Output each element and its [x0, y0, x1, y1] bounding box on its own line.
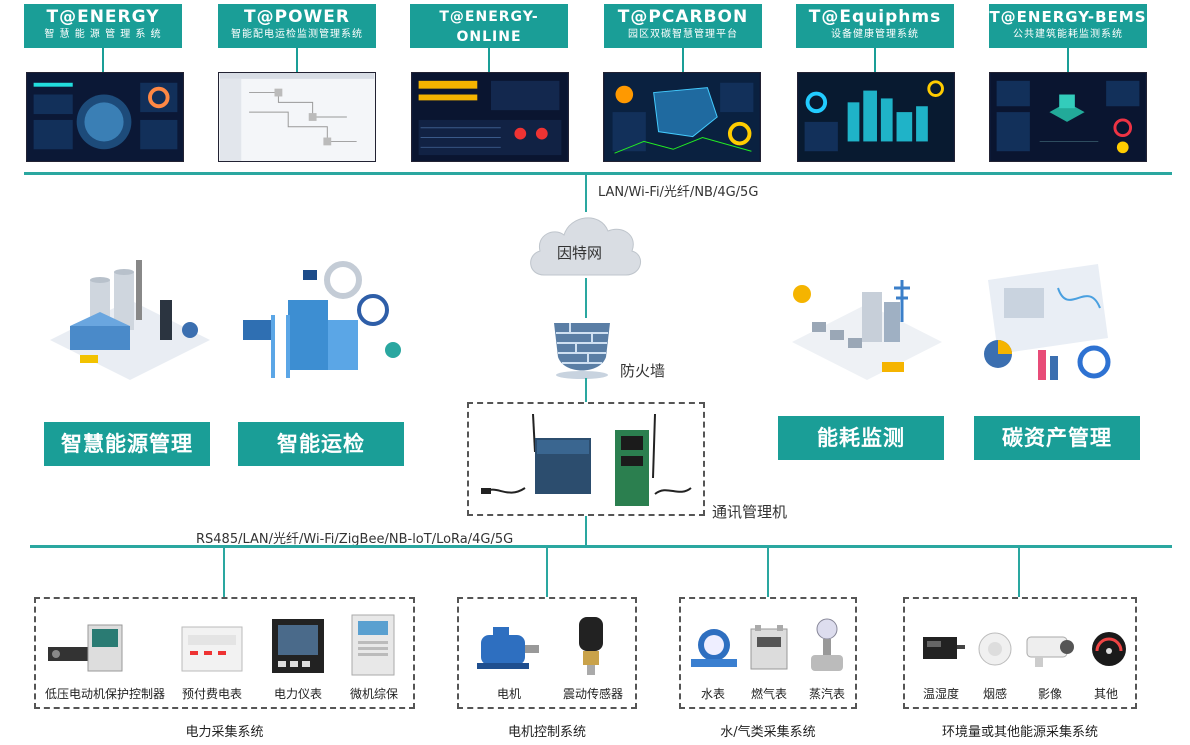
product-screenshot	[218, 72, 376, 162]
product-screenshot	[603, 72, 761, 162]
steam-meter-icon	[807, 615, 847, 677]
smart-inspection-illustration	[233, 260, 411, 388]
product-equiphms: T@Equiphms 设备健康管理系统	[796, 4, 955, 162]
product-header: T@POWER 智能配电运检监测管理系统	[218, 4, 376, 48]
prepaid-meter-icon	[180, 621, 244, 675]
power-group-title: 电力采集系统	[185, 725, 264, 740]
product-header: T@PCARBON 园区双碳智慧管理平台	[604, 4, 762, 48]
device-label: 预付费电表	[181, 687, 242, 701]
product-header: T@ENERGY 智 慧 能 源 管 理 系 统	[24, 4, 182, 48]
product-connector	[1067, 48, 1069, 72]
bus-drop-water	[767, 545, 769, 597]
device-label: 烟感	[982, 687, 1007, 701]
water-group-box: 水表 燃气表 蒸汽表	[679, 597, 857, 709]
microcomputer-protection-icon	[348, 613, 398, 677]
motor-group-title: 电机控制系统	[507, 725, 586, 740]
product-name: T@ENERGY	[46, 7, 160, 27]
device-label: 微机综保	[349, 687, 398, 701]
cloud-to-firewall-line	[585, 278, 587, 318]
env-group-title: 环境量或其他能源采集系统	[941, 725, 1098, 740]
gateway-box	[467, 402, 705, 516]
product-header: T@ENERGY-BEMS 公共建筑能耗监测系统	[989, 4, 1147, 48]
product-name: T@PCARBON	[617, 7, 749, 27]
smart-inspection-button[interactable]: 智能运检	[238, 422, 404, 466]
product-screenshot	[411, 72, 569, 162]
motor-icon	[471, 621, 543, 675]
product-desc: 园区双碳智慧管理平台	[628, 29, 738, 40]
motor-group-box: 电机 震动传感器	[457, 597, 637, 709]
device-label: 其他	[1093, 687, 1118, 701]
device-label: 影像	[1037, 687, 1062, 701]
product-screenshot	[797, 72, 955, 162]
firewall-icon	[548, 317, 616, 381]
product-header: T@ENERGY-ONLINE 能耗在线监测系统	[410, 4, 568, 60]
device-label: 电机	[496, 687, 521, 701]
product-connector	[102, 48, 104, 72]
smart-energy-button[interactable]: 智慧能源管理	[44, 422, 210, 466]
device-label: 震动传感器	[562, 687, 623, 701]
firewall-to-gateway-line	[585, 378, 587, 402]
gateway-devices-icon	[477, 408, 697, 512]
device-label: 温湿度	[922, 687, 959, 701]
vibration-sensor-icon	[571, 615, 611, 677]
product-energy-online: T@ENERGY-ONLINE 能耗在线监测系统	[410, 4, 569, 162]
product-screenshot	[26, 72, 184, 162]
cloud-label: 因特网	[557, 244, 603, 262]
product-desc: 设备健康管理系统	[831, 29, 919, 40]
energy-monitor-illustration	[782, 262, 952, 392]
device-label: 水表	[700, 687, 725, 701]
smoke-detector-icon	[975, 627, 1015, 671]
smart-energy-illustration	[40, 250, 216, 385]
product-connector	[488, 48, 490, 72]
device-label: 低压电动机保护控制器	[44, 687, 165, 701]
device-label: 燃气表	[750, 687, 787, 701]
firewall-label: 防火墙	[620, 362, 666, 380]
carbon-asset-button[interactable]: 碳资产管理	[974, 416, 1140, 460]
bus-drop-env	[1018, 545, 1020, 597]
camera-icon	[1021, 627, 1079, 671]
product-connector	[682, 48, 684, 72]
product-carbon: T@PCARBON 园区双碳智慧管理平台	[603, 4, 762, 162]
water-meter-icon	[689, 623, 739, 673]
humidity-sensor-icon	[917, 629, 967, 669]
product-desc: 智 慧 能 源 管 理 系 统	[44, 29, 162, 40]
device-label: 电力仪表	[273, 687, 322, 701]
cloud-icon	[522, 205, 646, 283]
water-group-title: 水/气类采集系统	[720, 725, 816, 740]
motor-protector-icon	[44, 619, 128, 679]
product-screenshot	[989, 72, 1147, 162]
product-connector	[296, 48, 298, 72]
other-energy-icon	[1087, 627, 1131, 671]
lower-network-label: RS485/LAN/光纤/Wi-Fi/ZigBee/NB-loT/LoRa/4G…	[196, 532, 514, 547]
power-meter-icon	[270, 615, 326, 677]
product-desc: 智能配电运检监测管理系统	[231, 29, 363, 40]
gateway-to-bus-line	[585, 516, 587, 546]
device-label: 蒸汽表	[808, 687, 845, 701]
power-group-box: 低压电动机保护控制器 预付费电表 电力仪表 微机综保	[34, 597, 415, 709]
product-energy: T@ENERGY 智 慧 能 源 管 理 系 统	[24, 4, 184, 162]
env-group-box: 温湿度 烟感 影像 其他	[903, 597, 1137, 709]
product-name: T@ENERGY-BEMS	[989, 8, 1147, 26]
gas-meter-icon	[747, 623, 791, 673]
upper-network-bus	[24, 172, 1172, 175]
bus-drop-motor	[546, 545, 548, 597]
upper-network-label: LAN/Wi-Fi/光纤/NB/4G/5G	[598, 185, 759, 200]
product-desc: 公共建筑能耗监测系统	[1013, 29, 1123, 40]
bus-to-cloud-line	[585, 172, 587, 212]
product-header: T@Equiphms 设备健康管理系统	[796, 4, 954, 48]
bus-drop-power	[223, 545, 225, 597]
carbon-asset-illustration	[968, 258, 1120, 396]
product-bems: T@ENERGY-BEMS 公共建筑能耗监测系统	[989, 4, 1147, 162]
product-name: T@POWER	[244, 7, 350, 27]
product-name: T@Equiphms	[808, 7, 942, 27]
gateway-label: 通讯管理机	[712, 503, 788, 521]
product-power: T@POWER 智能配电运检监测管理系统	[218, 4, 376, 162]
lower-network-bus	[30, 545, 1172, 548]
product-connector	[874, 48, 876, 72]
product-name: T@ENERGY-ONLINE	[439, 9, 539, 45]
energy-monitor-button[interactable]: 能耗监测	[778, 416, 944, 460]
